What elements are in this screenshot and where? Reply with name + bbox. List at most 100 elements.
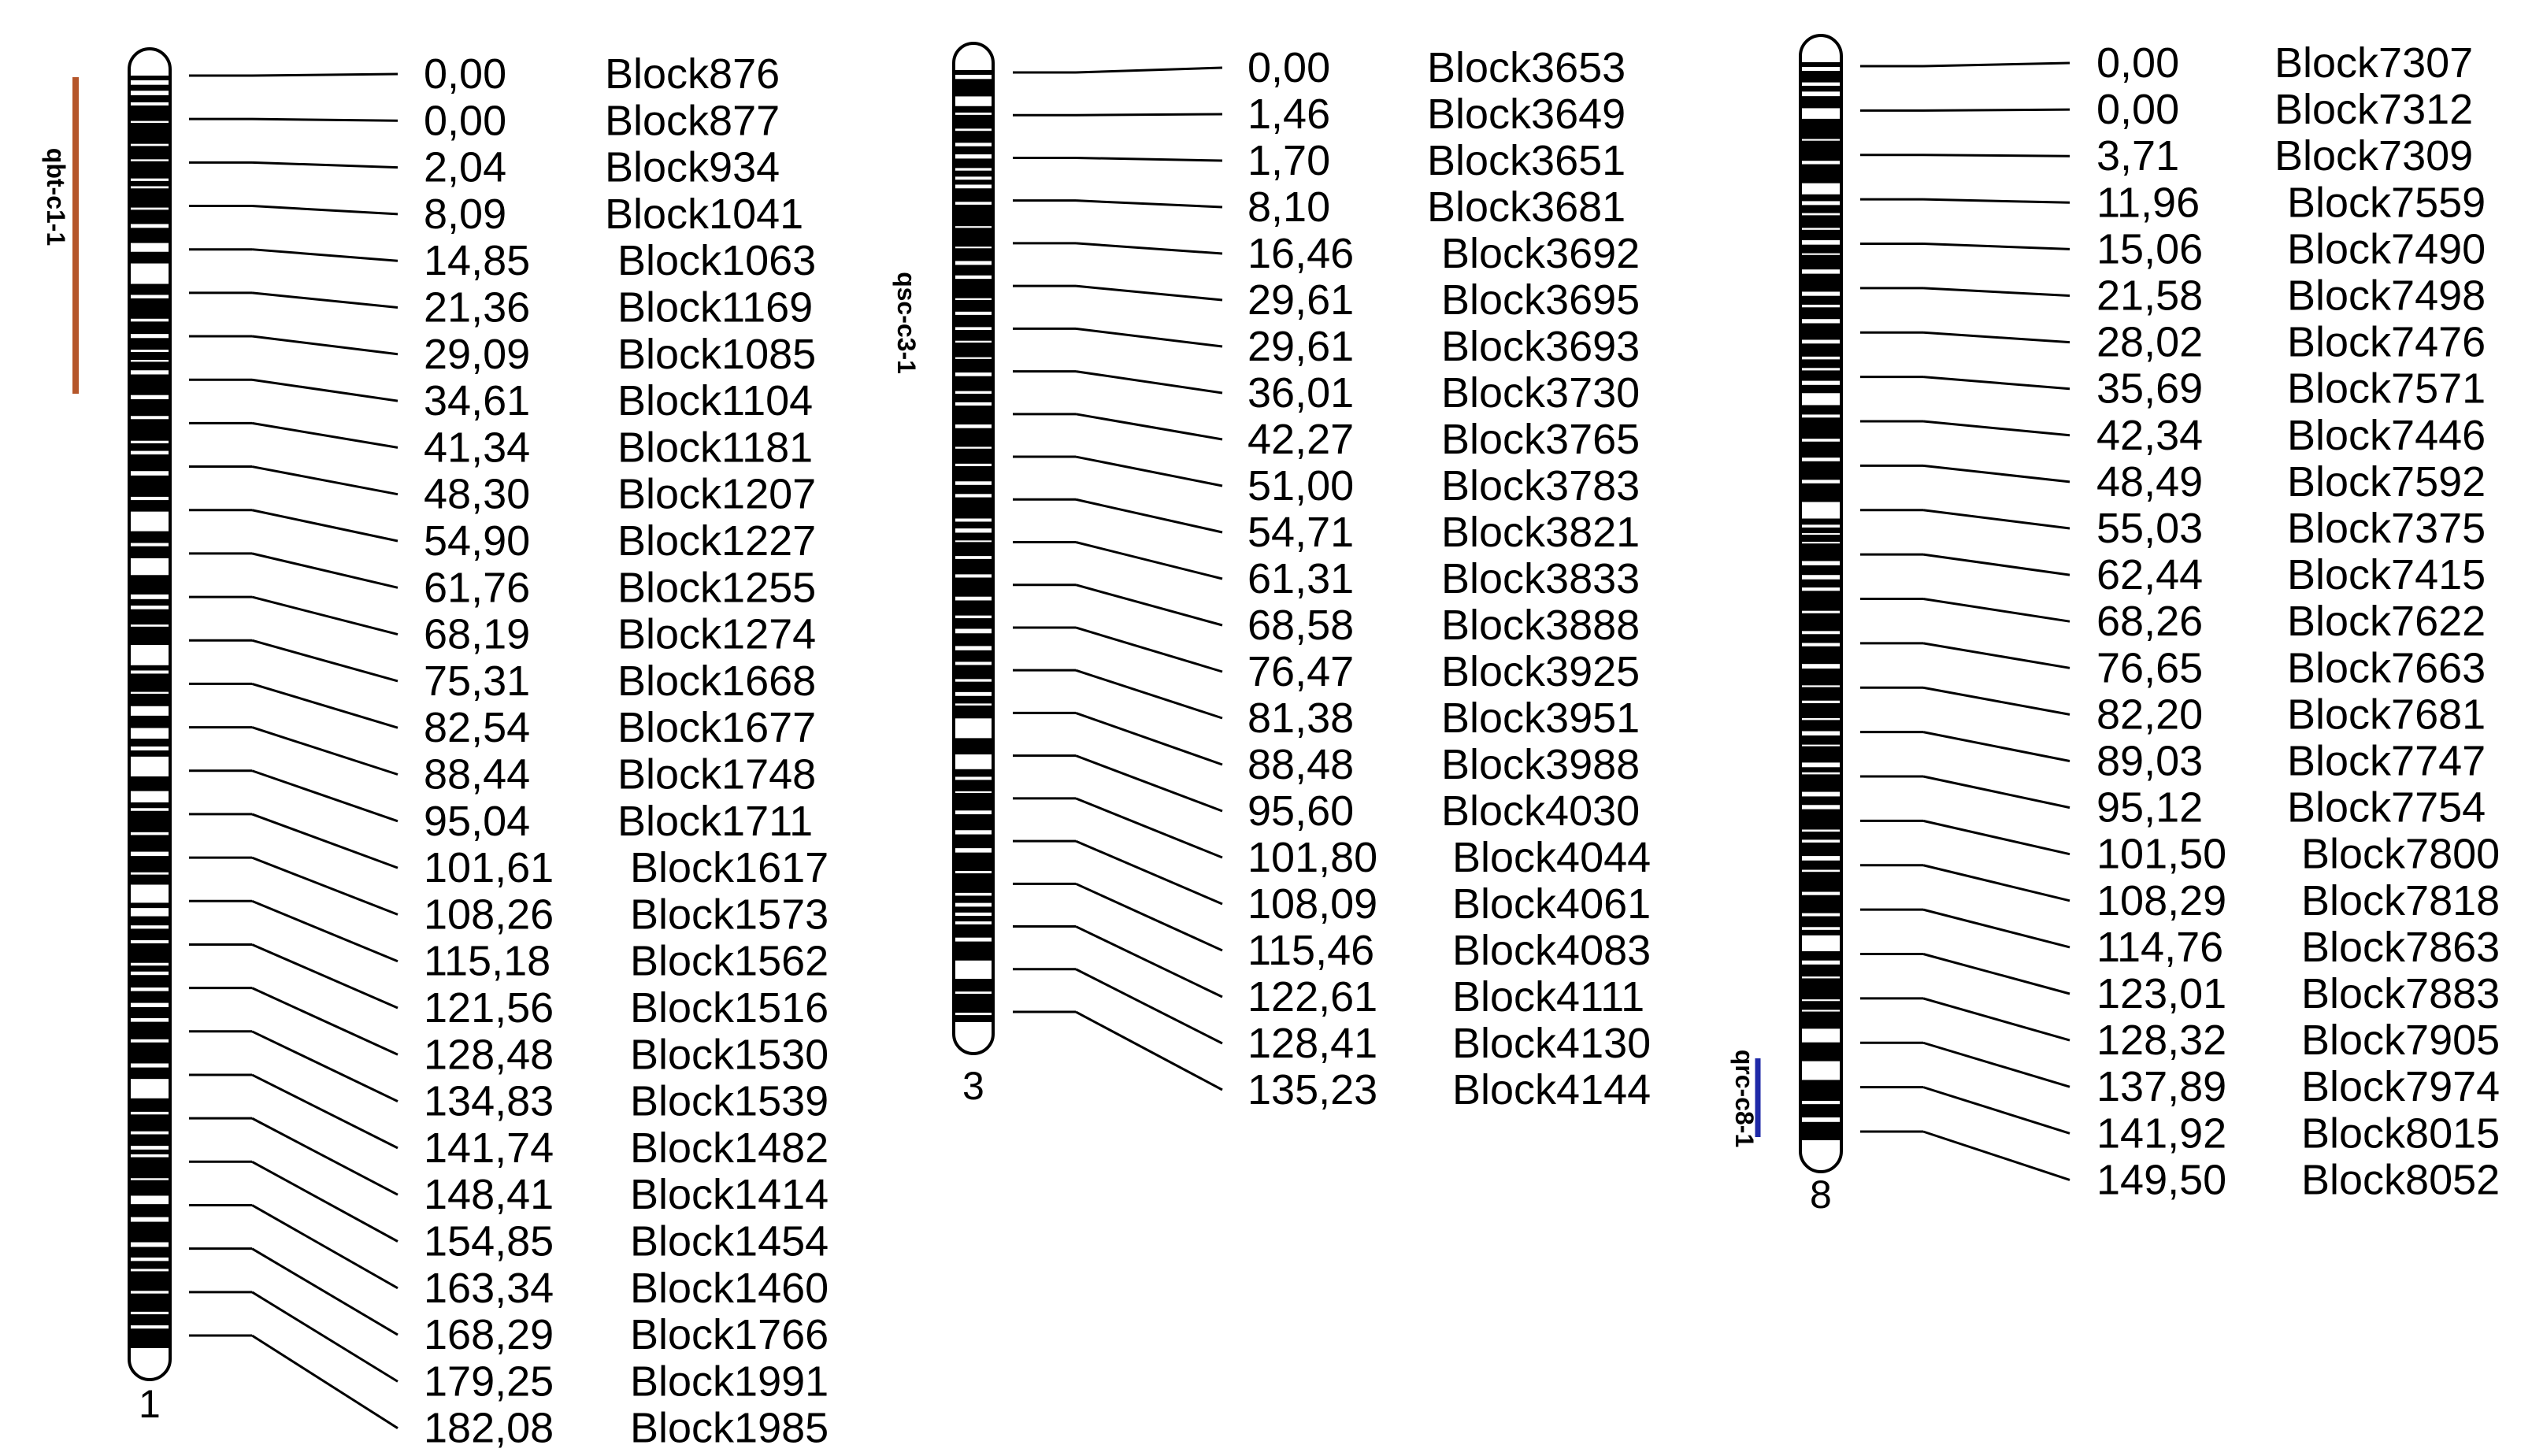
marker-position: 0,00	[424, 97, 506, 144]
marker-name: Block3653	[1427, 44, 1626, 91]
marker-position: 15,06	[2096, 225, 2203, 272]
marker-position: 34,61	[424, 377, 530, 424]
qtl-label-1: qbt-c1-1	[42, 148, 70, 246]
marker-position: 88,48	[1247, 741, 1354, 788]
marker-connector	[251, 205, 399, 216]
marker-connector	[251, 248, 399, 262]
marker-name: Block7663	[2287, 644, 2486, 691]
marker-connector	[251, 291, 399, 309]
marker-position: 95,04	[424, 798, 530, 845]
marker-connector	[1075, 669, 1223, 720]
marker-position: 55,03	[2096, 505, 2203, 552]
marker-connector	[1922, 1041, 2070, 1088]
marker-name: Block3695	[1441, 276, 1640, 324]
marker-name: Block4130	[1452, 1020, 1651, 1067]
marker-position: 29,61	[1247, 323, 1354, 370]
marker-name: Block3681	[1427, 183, 1626, 231]
marker-position: 123,01	[2096, 970, 2226, 1017]
marker-position: 0,00	[424, 50, 506, 98]
marker-name: Block3651	[1427, 137, 1626, 184]
marker-position: 48,49	[2096, 458, 2203, 506]
marker-position: 89,03	[2096, 738, 2203, 785]
marker-name: Block877	[605, 97, 780, 144]
marker-connector	[251, 682, 399, 729]
marker-name: Block1617	[630, 844, 829, 891]
marker-connector	[251, 856, 399, 916]
chromosome-3	[954, 43, 993, 1054]
marker-position: 21,36	[424, 284, 530, 332]
marker-position: 76,47	[1247, 648, 1354, 695]
marker-position: 28,02	[2096, 319, 2203, 366]
marker-position: 163,34	[424, 1265, 554, 1312]
marker-position: 101,80	[1247, 834, 1377, 881]
marker-name: Block1573	[630, 891, 829, 938]
marker-connector	[1922, 997, 2070, 1042]
marker-position: 108,29	[2096, 877, 2226, 924]
marker-name: Block7375	[2287, 505, 2486, 552]
marker-connector	[251, 595, 399, 636]
connector-layer	[189, 61, 2070, 1429]
marker-name: Block7800	[2301, 831, 2500, 878]
marker-name: Block1255	[617, 564, 816, 611]
marker-name: Block1169	[617, 284, 813, 332]
marker-connector	[251, 117, 399, 122]
marker-name: Block1207	[617, 471, 816, 518]
marker-name: Block4111	[1452, 973, 1644, 1021]
marker-position: 82,54	[424, 704, 530, 751]
marker-name: Block876	[605, 50, 780, 98]
marker-name: Block3925	[1441, 648, 1640, 695]
qtl-label-8: qrc-c8-1	[1730, 1050, 1759, 1148]
marker-connector	[251, 1160, 399, 1243]
marker-name: Block4083	[1452, 927, 1651, 974]
marker-connector	[251, 335, 399, 356]
marker-name: Block4144	[1452, 1066, 1651, 1113]
marker-position: 82,20	[2096, 691, 2203, 738]
marker-name: Block1460	[630, 1265, 829, 1312]
marker-connector	[251, 378, 399, 402]
marker-position: 42,27	[1247, 416, 1354, 463]
marker-name: Block3821	[1441, 509, 1640, 556]
marker-position: 179,25	[424, 1358, 554, 1405]
marker-position: 2,04	[424, 144, 506, 191]
marker-position: 0,00	[2096, 86, 2179, 133]
marker-name: Block7818	[2301, 877, 2500, 924]
qtl-label-3: qsc-c3-1	[892, 272, 921, 374]
marker-position: 1,70	[1247, 137, 1330, 184]
marker-name: Block1766	[630, 1311, 829, 1358]
marker-connector	[1922, 243, 2070, 250]
marker-name: Block7307	[2274, 39, 2473, 87]
marker-position: 137,89	[2096, 1063, 2226, 1110]
marker-connector	[1922, 731, 2070, 762]
marker-connector	[1075, 199, 1223, 209]
marker-position: 42,34	[2096, 412, 2203, 459]
marker-position: 148,41	[424, 1171, 554, 1218]
marker-name: Block1711	[617, 798, 813, 845]
marker-connector	[251, 639, 399, 683]
marker-name: Block7312	[2274, 86, 2473, 133]
marker-position: 128,32	[2096, 1017, 2226, 1064]
marker-name: Block4044	[1452, 834, 1651, 881]
marker-position: 182,08	[424, 1405, 554, 1452]
marker-connector	[1075, 113, 1223, 117]
marker-connector	[251, 72, 399, 77]
marker-connector	[251, 1291, 399, 1383]
marker-position: 54,71	[1247, 509, 1354, 556]
marker-position: 3,71	[2096, 132, 2179, 180]
marker-connector	[1922, 686, 2070, 716]
marker-name: Block7415	[2287, 551, 2486, 598]
marker-name: Block1985	[630, 1405, 829, 1452]
marker-connector	[1922, 908, 2070, 949]
marker-connector	[1922, 287, 2070, 297]
marker-position: 88,44	[424, 751, 530, 798]
marker-name: Block7863	[2301, 924, 2500, 971]
marker-connector	[251, 1247, 399, 1336]
marker-name: Block7747	[2287, 738, 2486, 785]
chromosome-1	[129, 49, 170, 1380]
marker-name: Block3833	[1441, 555, 1640, 602]
marker-name: Block7309	[2274, 132, 2473, 180]
marker-name: Block7446	[2287, 412, 2486, 459]
marker-position: 68,26	[2096, 598, 2203, 645]
marker-connector	[1075, 968, 1223, 1045]
